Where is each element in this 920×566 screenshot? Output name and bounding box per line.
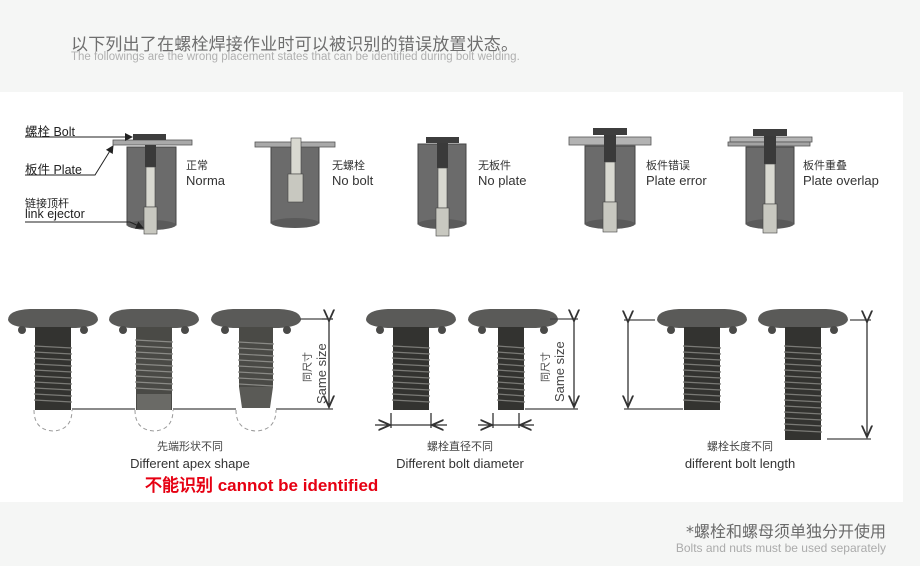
caption-apex-shape: 先端形状不同 Different apex shape <box>130 441 250 471</box>
state-label-no-plate: 无板件 No plate <box>478 160 527 189</box>
caption-bolt-diameter: 螺栓直径不同 Different bolt diameter <box>396 441 524 471</box>
page-title-cn: 以下列出了在螺栓焊接作业时可以被识别的错误放置状态。 <box>71 35 519 55</box>
caption-bolt-length: 螺栓长度不同 different bolt length <box>684 441 796 471</box>
fixture-normal <box>25 133 193 235</box>
bolt-length-1 <box>657 309 747 410</box>
state-label-plate-overlap: 板件重叠 Plate overlap <box>803 160 879 189</box>
state-label-no-bolt: 无螺栓 No bolt <box>332 160 374 189</box>
footer-note-cn: *螺栓和螺母须单独分开使用 <box>685 522 886 541</box>
bolt-diameter-2 <box>468 309 558 428</box>
header: 以下列出了在螺栓焊接作业时可以被识别的错误放置状态。 The following… <box>0 0 920 92</box>
callout-bolt: 螺栓 Bolt <box>25 125 76 139</box>
callout-ejector-cn: 链接顶杆 <box>25 198 69 210</box>
bolt-apex-1 <box>8 309 98 432</box>
fixture-no-plate <box>417 137 467 237</box>
fixture-no-bolt <box>254 137 336 228</box>
bolt-apex-2 <box>109 309 199 432</box>
callout-plate: 板件 Plate <box>25 163 82 177</box>
fixture-plate-overlap <box>727 129 813 234</box>
cannot-identify-warning: 不能识别 cannot be identified <box>145 476 379 495</box>
bolt-length-2 <box>758 309 848 440</box>
fixture-plate-error <box>568 128 652 233</box>
state-label-plate-error: 板件错误 Plate error <box>646 160 707 189</box>
page-title-en: The followings are the wrong placement s… <box>71 51 520 63</box>
bolt-diameter-1 <box>366 309 456 428</box>
same-size-label-1-en: Same size <box>314 343 329 404</box>
same-size-label-2-en: Same size <box>552 341 567 402</box>
state-label-normal: 正常 Norma <box>186 160 226 189</box>
callout-ejector-en: link ejector <box>25 207 85 221</box>
bolt-apex-3 <box>211 309 301 432</box>
footer-note-en: Bolts and nuts must be used separately <box>675 541 886 555</box>
